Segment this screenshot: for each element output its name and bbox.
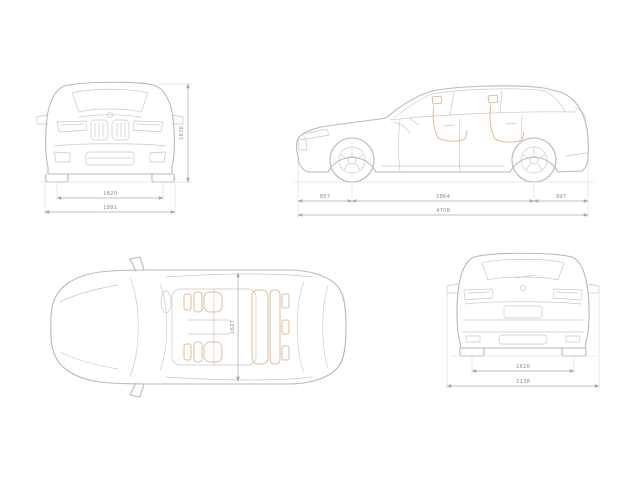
dim-label-overall-length: 4708 [436, 208, 450, 214]
dim-label-height: 1676 [179, 126, 185, 140]
side-details [297, 88, 588, 173]
rear-rim [520, 146, 548, 174]
rear-bench-back [269, 289, 281, 365]
steering-wheel [160, 290, 172, 314]
passenger-seatback [193, 341, 203, 363]
dim-label-front-overhang: 857 [320, 194, 331, 200]
passenger-cushion [203, 341, 223, 363]
rear-wheel [511, 137, 557, 183]
extension-lines [40, 83, 192, 215]
panoramic-sunroof [171, 288, 257, 366]
seats-profile [431, 94, 525, 143]
rear-view: 1616 2138 [446, 252, 600, 389]
front-view: 1676 1620 1891 [36, 81, 192, 215]
car-body-outline [45, 81, 175, 183]
rear-headrest-left [281, 293, 290, 309]
side-view: 857 2864 997 4708 [294, 85, 594, 218]
front-wheel [329, 137, 375, 183]
side-mirrors [129, 256, 145, 398]
car-body-outline [456, 252, 590, 357]
dim-label-wheelbase: 2864 [436, 194, 450, 200]
kidney-grille-left [90, 119, 109, 141]
lower-air-intake [85, 151, 135, 166]
dim-label-interior-width: 1627 [230, 320, 236, 334]
extension-lines [446, 294, 600, 389]
driver-headrest [183, 293, 192, 311]
rear-skid-plate [498, 334, 548, 345]
driver-cushion [203, 291, 223, 313]
wheel-spokes [340, 147, 546, 171]
dim-label-mirror-width: 2138 [516, 379, 530, 385]
rear-headrest-center [281, 319, 290, 335]
brand-roundel-icon [519, 284, 527, 292]
top-details [59, 273, 329, 381]
rear-headrest-right [281, 345, 290, 361]
passenger-headrest [183, 343, 192, 361]
rear-bench-cushion [251, 289, 269, 365]
kidney-grille-right [111, 119, 130, 141]
driver-seatback [193, 291, 203, 313]
car-body-outline [50, 269, 347, 385]
dim-label-track: 1620 [103, 191, 117, 197]
dim-label-rear-overhang: 997 [556, 194, 567, 200]
front-rim [338, 146, 366, 174]
extension-lines [294, 158, 594, 218]
rear-details [446, 258, 600, 343]
brand-roundel-icon [107, 112, 113, 118]
car-body-outline [296, 85, 589, 173]
front-details [36, 88, 184, 163]
dim-label-rear-track: 1616 [516, 364, 530, 370]
license-plate-area [503, 305, 543, 319]
top-view: 1627 [50, 256, 347, 398]
dim-label-overall-width: 1891 [103, 205, 117, 211]
seats-plan [183, 289, 290, 365]
